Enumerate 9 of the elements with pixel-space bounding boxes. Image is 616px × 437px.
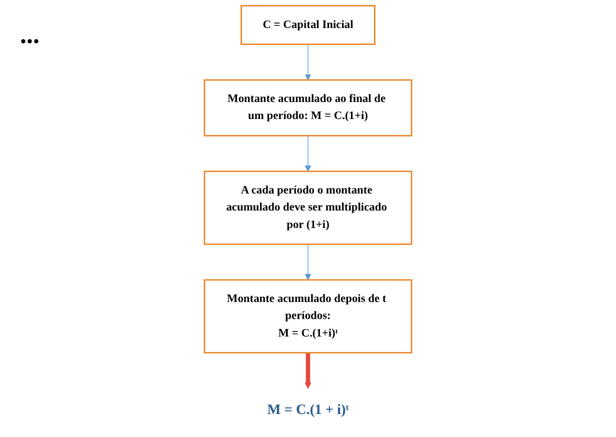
arrow — [304, 44, 312, 80]
node-box: A cada período o montante acumulado deve ser multiplicado por (1+i) — [204, 170, 412, 245]
node-box: Montante acumulado ao final de um período: M = C.(1+i) — [204, 79, 412, 136]
node-box: Montante acumulado depois de t períodos: M = C.(1+i)ᵗ — [204, 279, 412, 354]
node-box: C = Capital Inicial — [240, 5, 376, 45]
node-text: M = C.(1 + i)ᵗ — [267, 402, 349, 418]
arrow — [304, 135, 312, 172]
arrow — [304, 244, 312, 280]
ellipsis-note: ... — [20, 20, 40, 50]
